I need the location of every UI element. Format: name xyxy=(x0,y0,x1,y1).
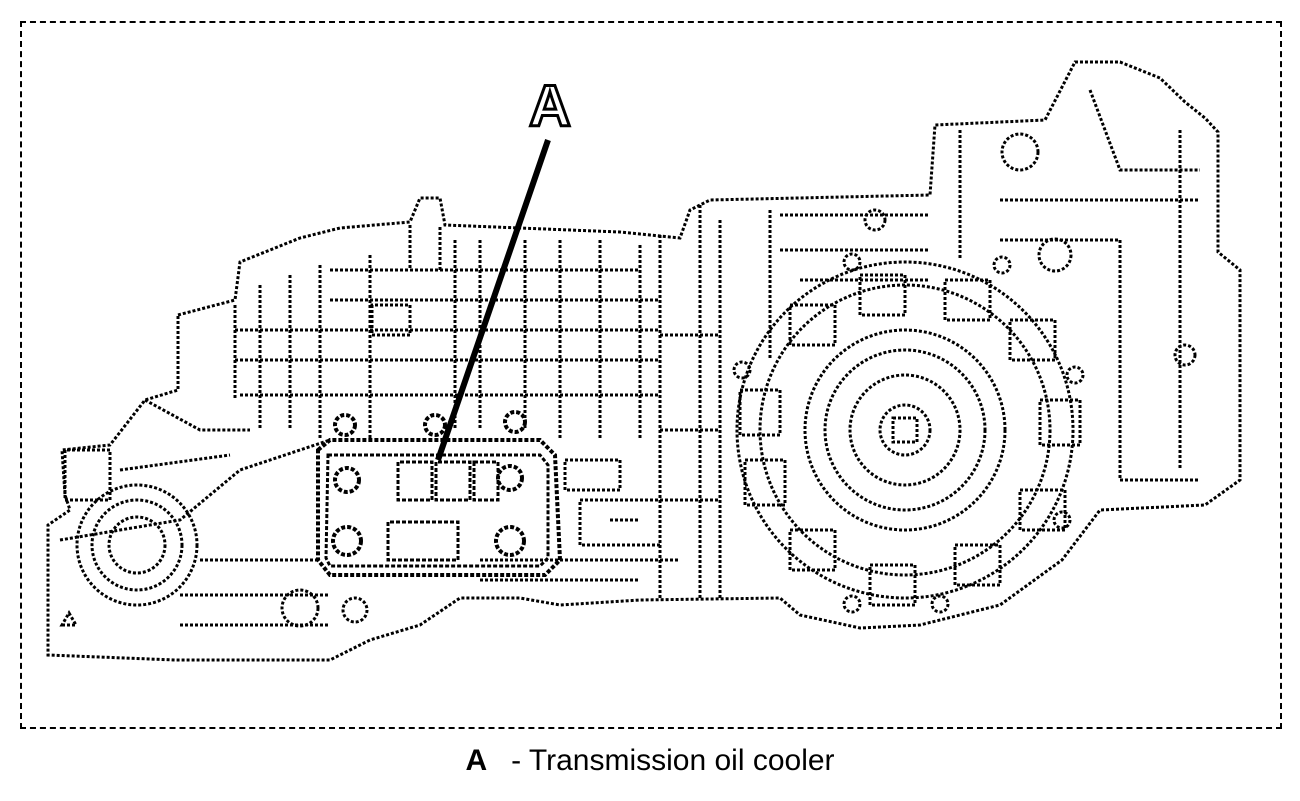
legend-text: - Transmission oil cooler xyxy=(511,744,835,777)
legend-key: A xyxy=(465,744,488,777)
transmission-illustration: A xyxy=(46,60,1242,662)
transmission-housing-outline xyxy=(46,60,1242,662)
diagram-frame xyxy=(20,21,1282,729)
callout-leader-line xyxy=(435,139,551,461)
legend: A - Transmission oil cooler xyxy=(0,744,1300,778)
clutch-outer-ring xyxy=(735,260,1075,600)
callout-label-a: A xyxy=(529,74,571,139)
oil-cooler-part-a xyxy=(316,410,563,577)
